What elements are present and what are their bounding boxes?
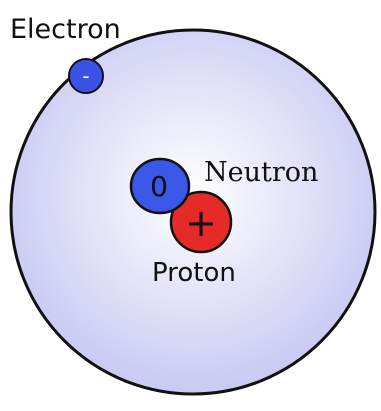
neutron-circle xyxy=(129,157,191,215)
proton-circle xyxy=(169,190,233,254)
electron-label: Electron xyxy=(10,14,121,45)
electron-particle: - xyxy=(68,58,104,94)
electron-circle xyxy=(68,58,104,94)
proton-symbol: + xyxy=(185,201,217,245)
electron-symbol: - xyxy=(82,64,89,88)
proton-particle: + xyxy=(169,190,233,254)
neutron-label: Neutron xyxy=(204,157,318,188)
neutron-symbol: 0 xyxy=(150,170,168,203)
neutron-particle: 0 xyxy=(129,157,191,215)
proton-label: Proton xyxy=(152,258,236,288)
